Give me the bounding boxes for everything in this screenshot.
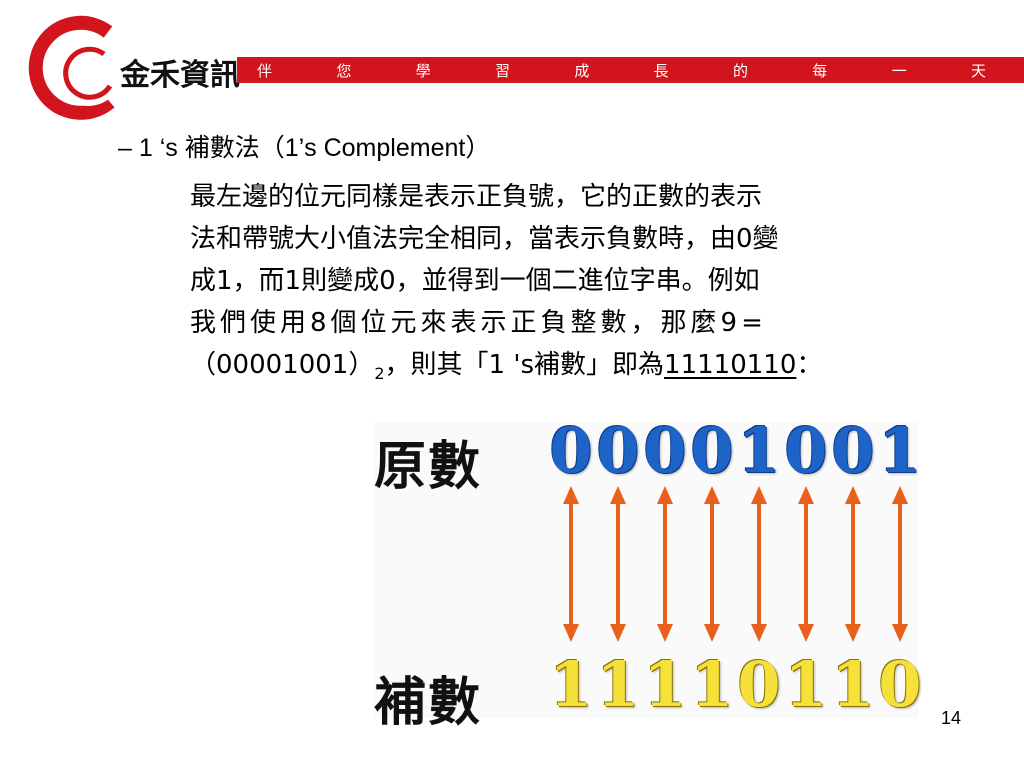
original-bit: 1 (737, 414, 781, 487)
double-arrow-icon (845, 486, 861, 642)
double-arrow-icon (563, 486, 579, 642)
slogan-char: 您 (336, 61, 352, 80)
double-arrow-icon (704, 486, 720, 642)
logo-icon (28, 15, 116, 120)
body-paragraph: 最左邊的位元同樣是表示正負號，它的正數的表示 法和帶號大小值法完全相同，當表示負… (190, 176, 970, 386)
original-bit: 0 (784, 414, 828, 487)
page-number: 14 (941, 708, 962, 728)
section-heading: – 1 ‘s 補數法（1’s Complement） (118, 134, 491, 162)
double-arrow-icon (657, 486, 673, 642)
complement-label: 補數 (374, 672, 483, 733)
paragraph-line: 法和帶號大小值法完全相同，當表示負數時，由0變 (190, 224, 779, 254)
original-bit: 0 (690, 414, 734, 487)
base-subscript: 2 (374, 364, 385, 383)
complement-bit: 0 (737, 648, 781, 721)
complement-bit: 1 (690, 648, 734, 721)
original-bit: 0 (643, 414, 687, 487)
paragraph-line: （00001001）2，則其「1 's補數」即為11110110： (190, 344, 970, 386)
slogan-char: 長 (653, 61, 669, 80)
complement-bit: 1 (549, 648, 593, 721)
original-bit: 0 (596, 414, 640, 487)
double-arrow-icon (610, 486, 626, 642)
slogan-char: 伴 (257, 61, 273, 80)
original-label: 原數 (374, 436, 483, 497)
double-arrow-icon (892, 486, 908, 642)
binary-value: （00001001） (190, 350, 375, 380)
slogan-char: 學 (415, 61, 431, 80)
slogan-char: 習 (494, 61, 510, 80)
arrow-group (563, 486, 908, 642)
paragraph-line: 我們使用8個位元來表示正負整數，那麼9= (190, 308, 767, 338)
slogan-char: 每 (812, 61, 828, 80)
paragraph-line: 成1，而1則變成0，並得到一個二進位字串。例如 (190, 266, 760, 296)
paragraph-line: 最左邊的位元同樣是表示正負號，它的正數的表示 (190, 182, 763, 212)
slogan-char: 一 (891, 61, 907, 80)
slogan-char: 成 (574, 61, 590, 80)
slogan-bar: 伴 您 學 習 成 長 的 每 一 天 (237, 57, 1024, 83)
complement-bit: 0 (878, 648, 922, 721)
brand-name: 金禾資訊 (120, 58, 240, 93)
slogan-char: 天 (970, 61, 986, 80)
complement-bit: 1 (596, 648, 640, 721)
paragraph-text: ，則其「1 's補數」即為 (384, 350, 665, 380)
complement-bit: 1 (643, 648, 687, 721)
original-bit: 0 (549, 414, 593, 487)
answer-value: 11110110 (664, 350, 797, 380)
double-arrow-icon (751, 486, 767, 642)
double-arrow-icon (798, 486, 814, 642)
complement-bit: 1 (784, 648, 828, 721)
original-bit: 0 (831, 414, 875, 487)
original-bit: 1 (878, 414, 922, 487)
complement-bit: 1 (831, 648, 875, 721)
paragraph-text: ： (796, 350, 823, 380)
slogan-char: 的 (732, 61, 748, 80)
